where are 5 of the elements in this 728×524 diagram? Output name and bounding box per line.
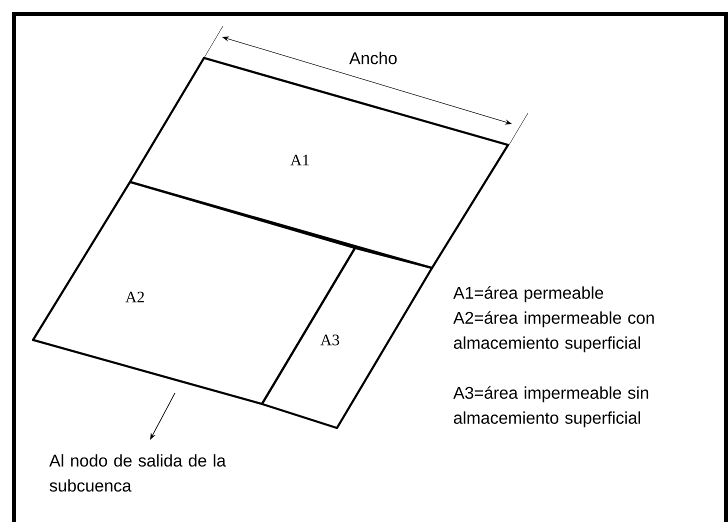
legend-text: A1=área permeable: [453, 286, 604, 302]
legend-text: A2=área impermeable con almacemiento superficial: [453, 311, 654, 352]
outlet-label: Al nodo de salida de la subcuenca: [49, 454, 226, 492]
legend-text: A3=área impermeable sin almacemiento superficial: [453, 386, 648, 428]
area-region: A3: [260, 246, 434, 430]
